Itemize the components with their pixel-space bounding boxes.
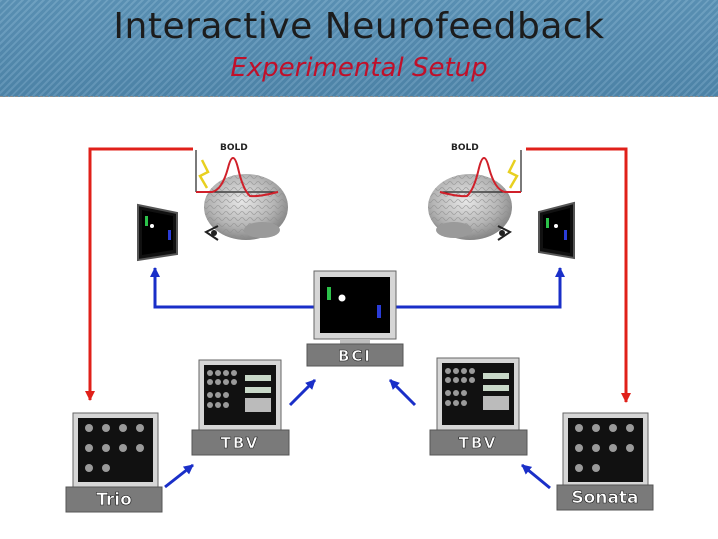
- red-arrow-left: [85, 147, 193, 401]
- blue-arrow-bci-right: [395, 267, 565, 309]
- brain-left: [204, 174, 288, 240]
- page-title: Interactive Neurofeedback: [113, 6, 605, 47]
- tbv-label-left: TBV: [221, 434, 260, 452]
- brain-right: [428, 174, 512, 240]
- title-banner: Interactive Neurofeedback Experimental S…: [0, 0, 718, 97]
- sonata-label: Sonata: [571, 488, 638, 508]
- tbv-monitor-right: [436, 357, 520, 431]
- eye-icon-left: [204, 225, 219, 241]
- tbv-label-box-right: TBV: [429, 429, 528, 456]
- bold-plot-left: BOLD: [195, 143, 279, 198]
- tbv-label-right: TBV: [459, 434, 498, 452]
- bci-monitor: [313, 270, 397, 344]
- sonata-label-box: Sonata: [556, 484, 654, 511]
- blue-arrow-sonata-tbv: [521, 463, 551, 490]
- stimulus-screen-right: [538, 201, 575, 260]
- tbv-label-box-left: TBV: [191, 429, 290, 456]
- bold-label-left: BOLD: [220, 143, 248, 153]
- trio-monitor: [72, 412, 159, 488]
- trio-label: Trio: [96, 490, 132, 510]
- blue-arrow-bci-left: [150, 267, 315, 309]
- tbv-monitor-left: [198, 359, 282, 431]
- blue-arrow-trio-tbv: [164, 463, 194, 489]
- red-arrow-right: [526, 147, 631, 403]
- blue-arrow-tbv-bci-left: [288, 378, 317, 407]
- bold-plot-right: BOLD: [439, 143, 522, 198]
- sonata-monitor: [562, 412, 649, 488]
- bold-label-right: BOLD: [451, 143, 479, 153]
- blue-arrow-tbv-bci-right: [388, 378, 417, 407]
- bci-label: BCI: [338, 347, 372, 365]
- bci-label-box: BCI: [306, 343, 404, 367]
- stimulus-screen-left: [137, 203, 178, 262]
- eye-icon-right: [497, 225, 512, 241]
- trio-label-box: Trio: [65, 486, 163, 513]
- page-subtitle: Experimental Setup: [230, 53, 488, 83]
